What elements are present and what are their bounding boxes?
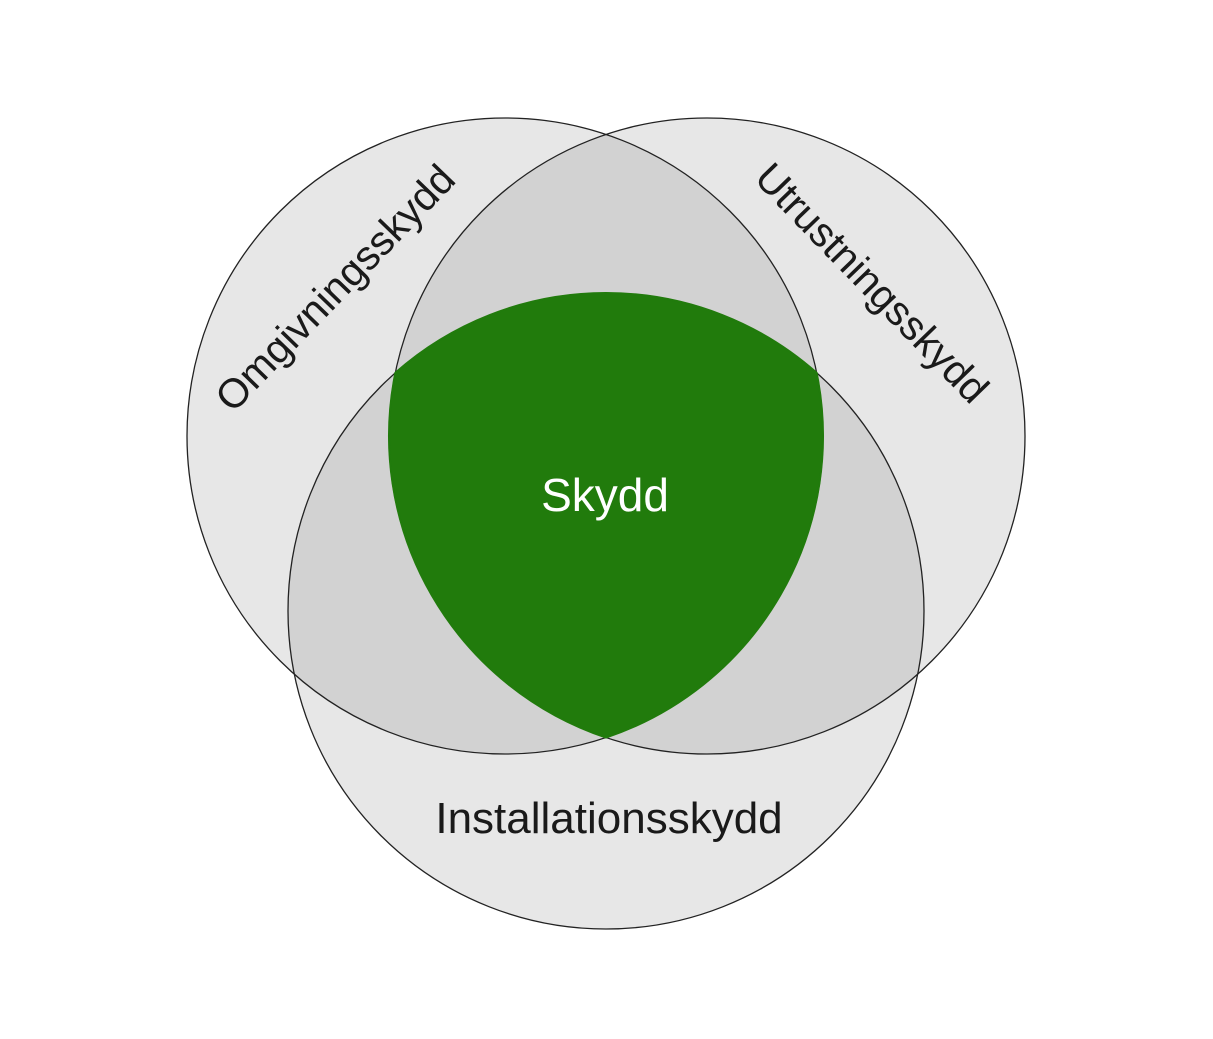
label-skydd: Skydd	[541, 469, 669, 521]
label-installationsskydd: Installationsskydd	[435, 794, 782, 843]
triple-intersection	[388, 292, 824, 739]
